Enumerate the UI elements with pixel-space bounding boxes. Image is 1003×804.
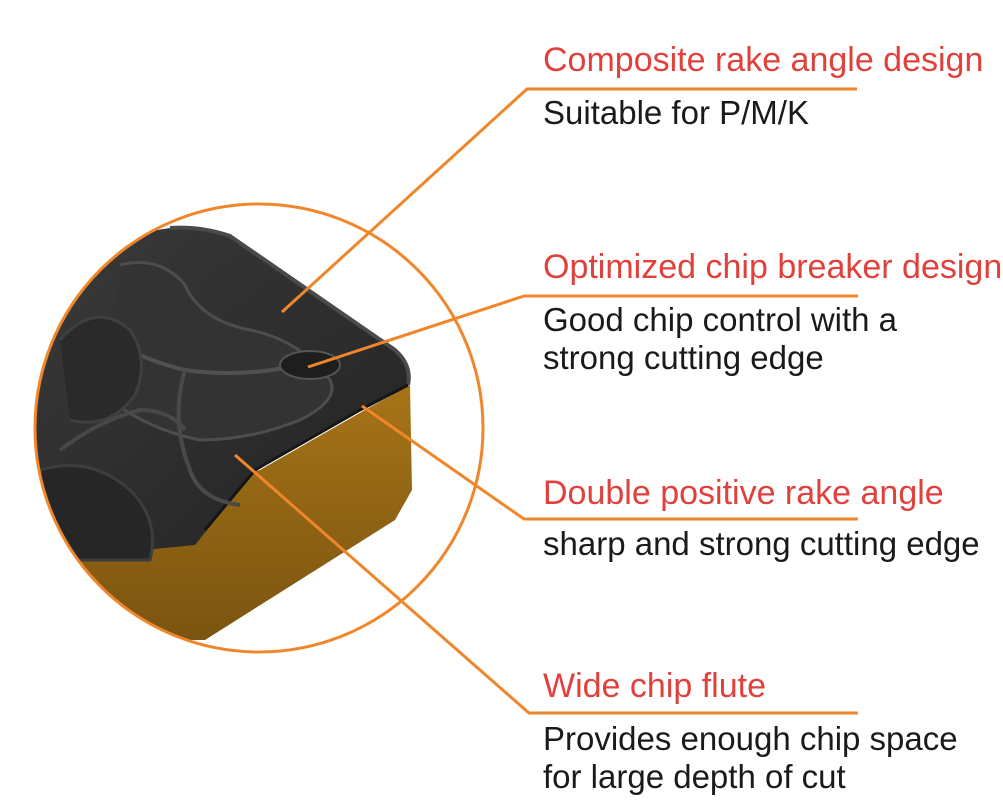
leader-line-double-positive [361, 404, 858, 521]
callout-description: sharp and strong cutting edge [543, 525, 980, 562]
leader-line-wide-flute [234, 453, 858, 715]
callout-title: Double positive rake angle [543, 474, 944, 512]
callout-chip-breaker: Optimized chip breaker design Good chip … [543, 247, 1002, 377]
callout-description: strong cutting edge [543, 339, 824, 376]
leader-lines [234, 87, 858, 715]
callout-title: Composite rake angle design [543, 41, 984, 79]
callout-wide-flute: Wide chip flute Provides enough chip spa… [543, 666, 958, 796]
callout-description: Suitable for P/M/K [543, 94, 809, 131]
callout-title: Wide chip flute [543, 667, 766, 705]
callout-description: for large depth of cut [543, 758, 846, 795]
callout-description: Provides enough chip space [543, 720, 958, 757]
callout-title: Optimized chip breaker design [543, 248, 1003, 286]
leader-line-chip-breaker [307, 294, 858, 369]
callout-double-positive: Double positive rake angle sharp and str… [543, 473, 980, 563]
insert-closeup [35, 225, 412, 640]
callout-composite-rake: Composite rake angle design Suitable for… [543, 40, 983, 132]
leader-line-composite-rake [280, 87, 857, 314]
callout-description: Good chip control with a [543, 301, 898, 338]
magnifier-circle [33, 202, 485, 654]
